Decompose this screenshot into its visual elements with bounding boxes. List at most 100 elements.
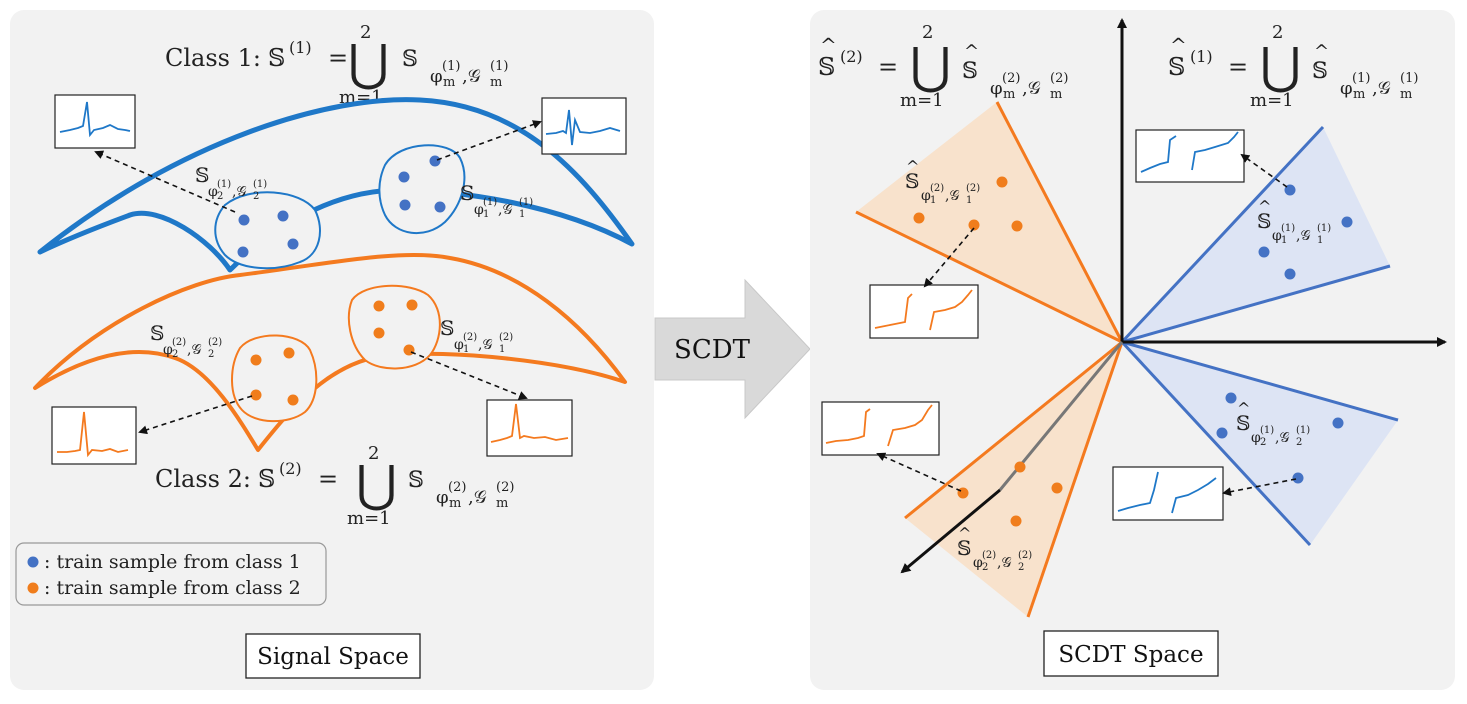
svg-text:𝕊: 𝕊 [1236,411,1250,435]
cone-edge [904,340,1123,520]
signal-panel-background [10,10,654,690]
dashed-arrow [1222,478,1297,497]
svg-text:,𝒢: ,𝒢 [187,342,201,358]
svg-text:1: 1 [1281,235,1287,246]
legend-item-class1: : train sample from class 1 [44,551,301,573]
svg-text:(2): (2) [499,332,513,343]
svg-text:^: ^ [1258,197,1271,216]
svg-text:(1): (1) [519,197,533,208]
dashed-arrow [410,351,528,400]
class1-sample-dot [287,238,299,250]
class1-sample-dot [429,155,441,167]
svg-text:^: ^ [958,524,971,543]
signal-thumbnail-class1-right [541,97,627,155]
class2-formula-sub2-sup: (2) [496,480,514,495]
svg-text:𝕊: 𝕊 [1168,53,1185,81]
class2-subspace-2-blob [231,334,318,423]
subspace-label-s21: 𝕊 φ 2 (1) ,𝒢 2 (1) [195,163,267,202]
class2-formula-sub-index: m [449,496,461,511]
scdt-thumbnail-class1-upper [1135,129,1245,183]
hat-formula-class1: 𝕊 ^ (1) = 2 ⋃ m=1 𝕊 ^ φ m (1) ,𝒢 m (1) [1168,22,1418,111]
class1-formula-sub-index: m [443,75,455,90]
class1-manifold [37,97,635,273]
svg-text:𝕊: 𝕊 [905,169,919,193]
svg-text:1: 1 [1317,235,1323,246]
svg-text:m: m [1003,87,1015,102]
cone-edge [1121,340,1399,422]
dashed-arrow [1240,153,1288,188]
subspace-label-s22: 𝕊 φ 2 (2) ,𝒢 2 (2) [150,321,222,360]
dashed-arrow [876,452,962,492]
svg-text:φ: φ [1251,430,1261,446]
class2-formula-sub2: ,𝒢 [468,487,487,508]
svg-text:2: 2 [1260,437,1266,448]
diagonal-axis [900,488,1001,574]
svg-text:^: ^ [906,157,919,176]
svg-text:(1): (1) [1190,47,1213,66]
class1-formula-sub2-index: m [490,75,502,90]
legend: : train sample from class 1 : train samp… [15,542,327,606]
class1-formula-union: ⋃ [348,34,389,92]
cone-edge [995,101,1124,343]
class2-subspace-1-blob [347,284,441,370]
class2-formula-lhs: 𝕊 [258,465,275,493]
class1-cone-lower [1122,342,1398,545]
class2-formula-sub2-index: m [496,496,508,511]
dashed-arrow [94,150,236,213]
svg-text:2: 2 [1296,437,1302,448]
svg-text:(2): (2) [208,337,222,348]
svg-text:1: 1 [483,209,489,220]
scdt-space-panel: 𝕊 ^ (2) = 2 ⋃ m=1 𝕊 ^ φ m (2) ,𝒢 m (2) 𝕊… [810,10,1455,690]
svg-text:(1): (1) [1296,425,1310,436]
cone-edge [1120,125,1325,344]
svg-text:^: ^ [820,33,837,57]
class1-formula-sub-sup: (1) [442,59,460,74]
class2-sample-dot [250,354,262,366]
class1-sample-dot [399,199,411,211]
svg-text:,𝒢: ,𝒢 [498,202,512,218]
class2-embedded-dots [913,176,1063,527]
svg-text:(2): (2) [1018,550,1032,561]
svg-text:φ: φ [921,188,931,204]
svg-text:,𝒢: ,𝒢 [1296,228,1310,244]
svg-text:φ: φ [973,555,983,571]
cone-label-h22: 𝕊 ^ φ 2 (2) ,𝒢 2 (2) [957,524,1032,573]
dashed-arrows-scdt [876,153,1297,497]
class2-formula-eq: = [318,465,338,493]
svg-text:φ: φ [990,78,1003,99]
svg-text:𝕊: 𝕊 [957,536,971,560]
dashed-arrow [436,120,542,161]
class2-formula-prefix: Class 2: [155,465,251,493]
svg-text:,𝒢: ,𝒢 [478,337,492,353]
class2-sample-dot [250,389,262,401]
svg-text:𝕊: 𝕊 [1312,59,1328,84]
scdt-space-title-box [1043,630,1219,677]
svg-text:φ: φ [163,342,173,358]
legend-box [15,542,327,606]
signal-thumbnail-class1-left [54,94,136,149]
svg-text:2: 2 [1272,22,1283,43]
cone-label-h11: 𝕊 ^ φ 1 (1) ,𝒢 1 (1) [1257,197,1331,246]
svg-text:(1): (1) [1281,223,1295,234]
class2-formula-sub: φ [436,487,449,508]
dashed-arrow [923,227,975,288]
svg-text:=: = [878,53,898,81]
svg-text:(1): (1) [1352,71,1370,86]
svg-text:^: ^ [1237,399,1250,418]
svg-text:2: 2 [982,562,988,573]
class2-sample-dot [403,344,415,356]
class2-formula-set: 𝕊 [408,468,424,493]
class1-sample-dots [237,155,446,258]
svg-text:,𝒢: ,𝒢 [232,184,246,200]
class2-formula-sub-sup: (2) [448,480,466,495]
svg-text:(2): (2) [966,183,980,194]
svg-text:m=1: m=1 [900,90,944,111]
svg-text:φ: φ [454,337,464,353]
class2-sample-dot [406,299,418,311]
svg-text:1: 1 [966,195,972,206]
svg-text:φ: φ [474,202,484,218]
hat-formula-class2: 𝕊 ^ (2) = 2 ⋃ m=1 𝕊 ^ φ m (2) ,𝒢 m (2) [818,22,1068,111]
svg-text:𝕊: 𝕊 [440,316,454,340]
class1-sample-dot [277,210,289,222]
